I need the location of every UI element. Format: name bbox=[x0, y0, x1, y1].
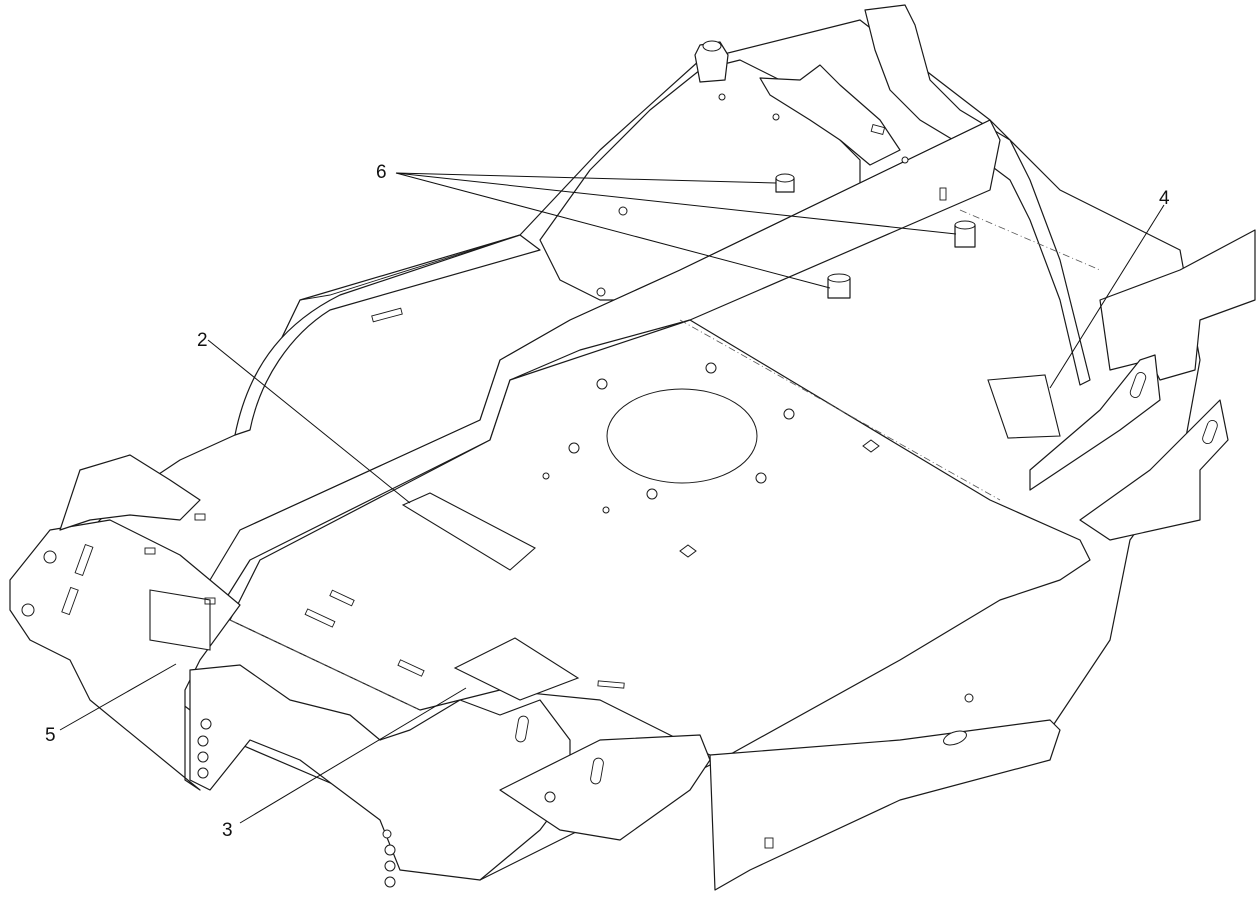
callout-3: 3 bbox=[222, 820, 233, 841]
decal-3 bbox=[453, 637, 580, 701]
front-left-bracket bbox=[9, 454, 241, 791]
callout-4: 4 bbox=[1159, 188, 1170, 209]
callout-6: 6 bbox=[376, 162, 387, 183]
decal-2 bbox=[401, 492, 536, 571]
top-platform bbox=[229, 209, 1101, 761]
leader-2 bbox=[207, 339, 411, 504]
leader-lines bbox=[59, 172, 1165, 824]
leader-6b bbox=[395, 172, 957, 235]
leader-3 bbox=[239, 687, 467, 824]
decals bbox=[401, 374, 1061, 701]
bushing-2 bbox=[954, 220, 976, 248]
bushings bbox=[775, 173, 976, 299]
center-beam bbox=[209, 119, 1001, 601]
front-center-bracket bbox=[189, 664, 571, 888]
leader-5 bbox=[59, 663, 177, 731]
right-rear-brackets bbox=[1029, 229, 1256, 541]
bushing-3 bbox=[827, 273, 851, 299]
callout-labels: 2 3 4 5 6 bbox=[45, 162, 1170, 841]
leader-4 bbox=[1049, 204, 1165, 389]
bushing-1 bbox=[775, 173, 795, 193]
front-right-bracket bbox=[499, 693, 1061, 891]
decal-4 bbox=[987, 374, 1061, 439]
callout-5: 5 bbox=[45, 725, 56, 746]
left-side-panel bbox=[234, 234, 541, 436]
leader-6c bbox=[395, 172, 831, 289]
leader-6a bbox=[395, 172, 777, 184]
callout-2: 2 bbox=[197, 330, 208, 351]
